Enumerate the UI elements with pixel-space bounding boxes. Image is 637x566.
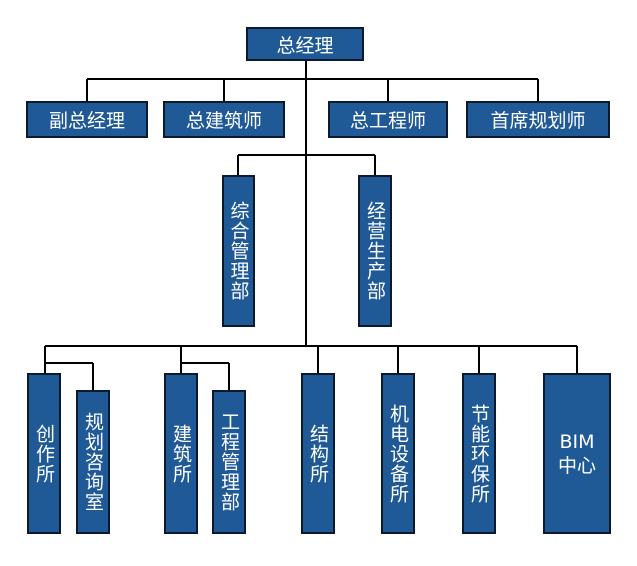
node-bim-center: BIM 中心 [543,373,611,534]
node-mep-studio: 机电设备所 [381,373,415,534]
node-structure-studio: 结构所 [301,373,335,534]
node-architecture-studio: 建筑所 [164,373,198,534]
node-engineering-mgmt: 工程管理部 [212,390,246,534]
node-chief-engineer: 总工程师 [328,101,448,138]
node-energy-env-studio: 节能环保所 [462,373,496,534]
node-general-manager: 总经理 [246,27,364,61]
node-planning-consulting: 规划咨询室 [76,390,110,534]
node-chief-architect: 总建筑师 [163,101,285,138]
node-operations-dept: 经营生产部 [358,175,392,327]
node-chief-planner: 首席规划师 [466,101,610,138]
node-admin-dept: 综合管理部 [222,175,255,327]
node-design-studio: 创作所 [27,373,61,534]
node-deputy-gm: 副总经理 [26,101,148,138]
